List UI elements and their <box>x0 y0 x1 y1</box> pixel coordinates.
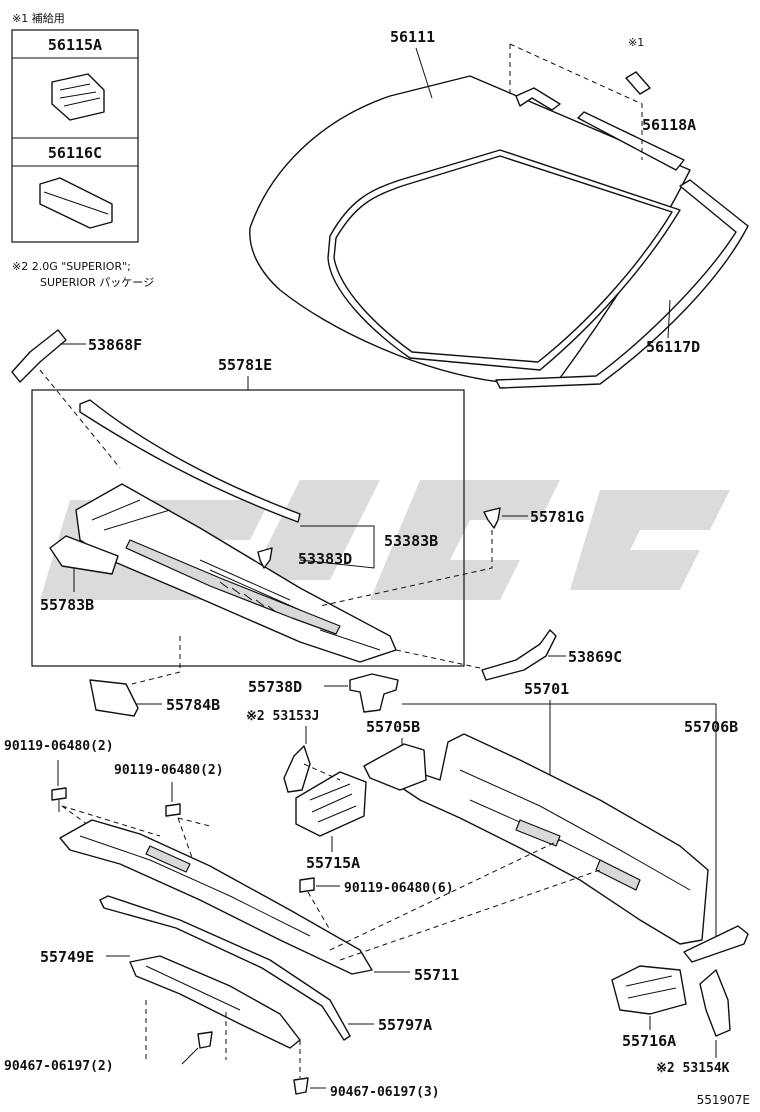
part-label-56115A: 56115A <box>48 36 102 54</box>
clip-56115A <box>51 73 105 121</box>
label-55716A: 55716A <box>622 1032 676 1050</box>
label-55711: 55711 <box>414 966 459 984</box>
clip-star1 <box>625 71 651 95</box>
note-superior: ※2 2.0G "SUPERIOR"; SUPERIOR パッケージ <box>12 260 154 289</box>
label-55749E: 55749E <box>40 948 94 966</box>
label-53383B: 53383B <box>384 532 438 550</box>
label-90467-06197-2: 90467-06197(2) <box>4 1059 114 1074</box>
cowl-top-group-box <box>31 389 465 667</box>
clip-55781G <box>483 507 501 529</box>
bolt-90119-c <box>299 877 315 893</box>
label-56117D: 56117D <box>646 338 700 356</box>
part-label-56116C: 56116C <box>48 144 102 162</box>
clip-90467-a <box>197 1031 213 1049</box>
cover-55783B <box>49 535 119 575</box>
seal-53869C <box>481 629 557 681</box>
cover-55784B <box>89 679 139 717</box>
inset-note: ※1 補給用 <box>12 11 65 25</box>
label-53868F: 53868F <box>88 336 142 354</box>
svg-text:SUPERIOR パッケージ: SUPERIOR パッケージ <box>40 276 154 289</box>
bracket-55705B <box>363 743 427 791</box>
bracket-55738D <box>349 673 399 713</box>
insulator-53154K <box>699 969 731 1037</box>
label-56118A: 56118A <box>642 116 696 134</box>
label-53383D: 53383D <box>298 550 352 568</box>
bolt-90119-b <box>165 803 181 817</box>
seal-53868F <box>11 329 67 383</box>
seal-55749E <box>129 955 301 1049</box>
label-56111: 56111 <box>390 28 435 46</box>
label-55705B: 55705B <box>366 718 420 736</box>
weatherstrip-53383B <box>79 399 301 523</box>
label-90119-06480-6: 90119-06480(6) <box>344 881 454 896</box>
bracket-55706B <box>683 925 749 963</box>
label-55784B: 55784B <box>166 696 220 714</box>
label-53869C: 53869C <box>568 648 622 666</box>
insulator-53153J <box>283 745 311 793</box>
label-90119-06480-2a: 90119-06480(2) <box>4 739 114 754</box>
moulding-56118A <box>577 111 685 171</box>
diagram-code: 551907E <box>697 1093 750 1107</box>
label-55797A: 55797A <box>378 1016 432 1034</box>
svg-text:※2 2.0G "SUPERIOR";: ※2 2.0G "SUPERIOR"; <box>12 260 131 273</box>
seal-55797A <box>99 895 351 1041</box>
label-55781G: 55781G <box>530 508 584 526</box>
cowl-panel-55701 <box>401 733 709 945</box>
label-53154K: ※2 53154K <box>656 1061 730 1076</box>
clip-53383D <box>257 547 273 569</box>
bracket-55715A <box>295 771 367 837</box>
label-55781E: 55781E <box>218 356 272 374</box>
cowl-louver-55711 <box>59 819 373 975</box>
label-90467-06197-3: 90467-06197(3) <box>330 1085 440 1100</box>
label-55701: 55701 <box>524 680 569 698</box>
clip-90467-b <box>293 1077 309 1095</box>
label-90119-06480-2b: 90119-06480(2) <box>114 763 224 778</box>
label-star1: ※1 <box>628 36 644 49</box>
bolt-90119-a <box>51 787 67 801</box>
label-55706B: 55706B <box>684 718 738 736</box>
windshield-glass <box>249 75 691 383</box>
label-55783B: 55783B <box>40 596 94 614</box>
moulding-56117D <box>495 179 749 389</box>
label-55715A: 55715A <box>306 854 360 872</box>
cowl-top-panel <box>75 483 397 663</box>
moulding-top-corner <box>515 87 561 111</box>
label-53153J: ※2 53153J <box>246 709 320 724</box>
bracket-55716A <box>611 965 687 1015</box>
label-55738D: 55738D <box>248 678 302 696</box>
inset-supply-box: ※1 補給用 56115A 56116C <box>11 11 139 243</box>
